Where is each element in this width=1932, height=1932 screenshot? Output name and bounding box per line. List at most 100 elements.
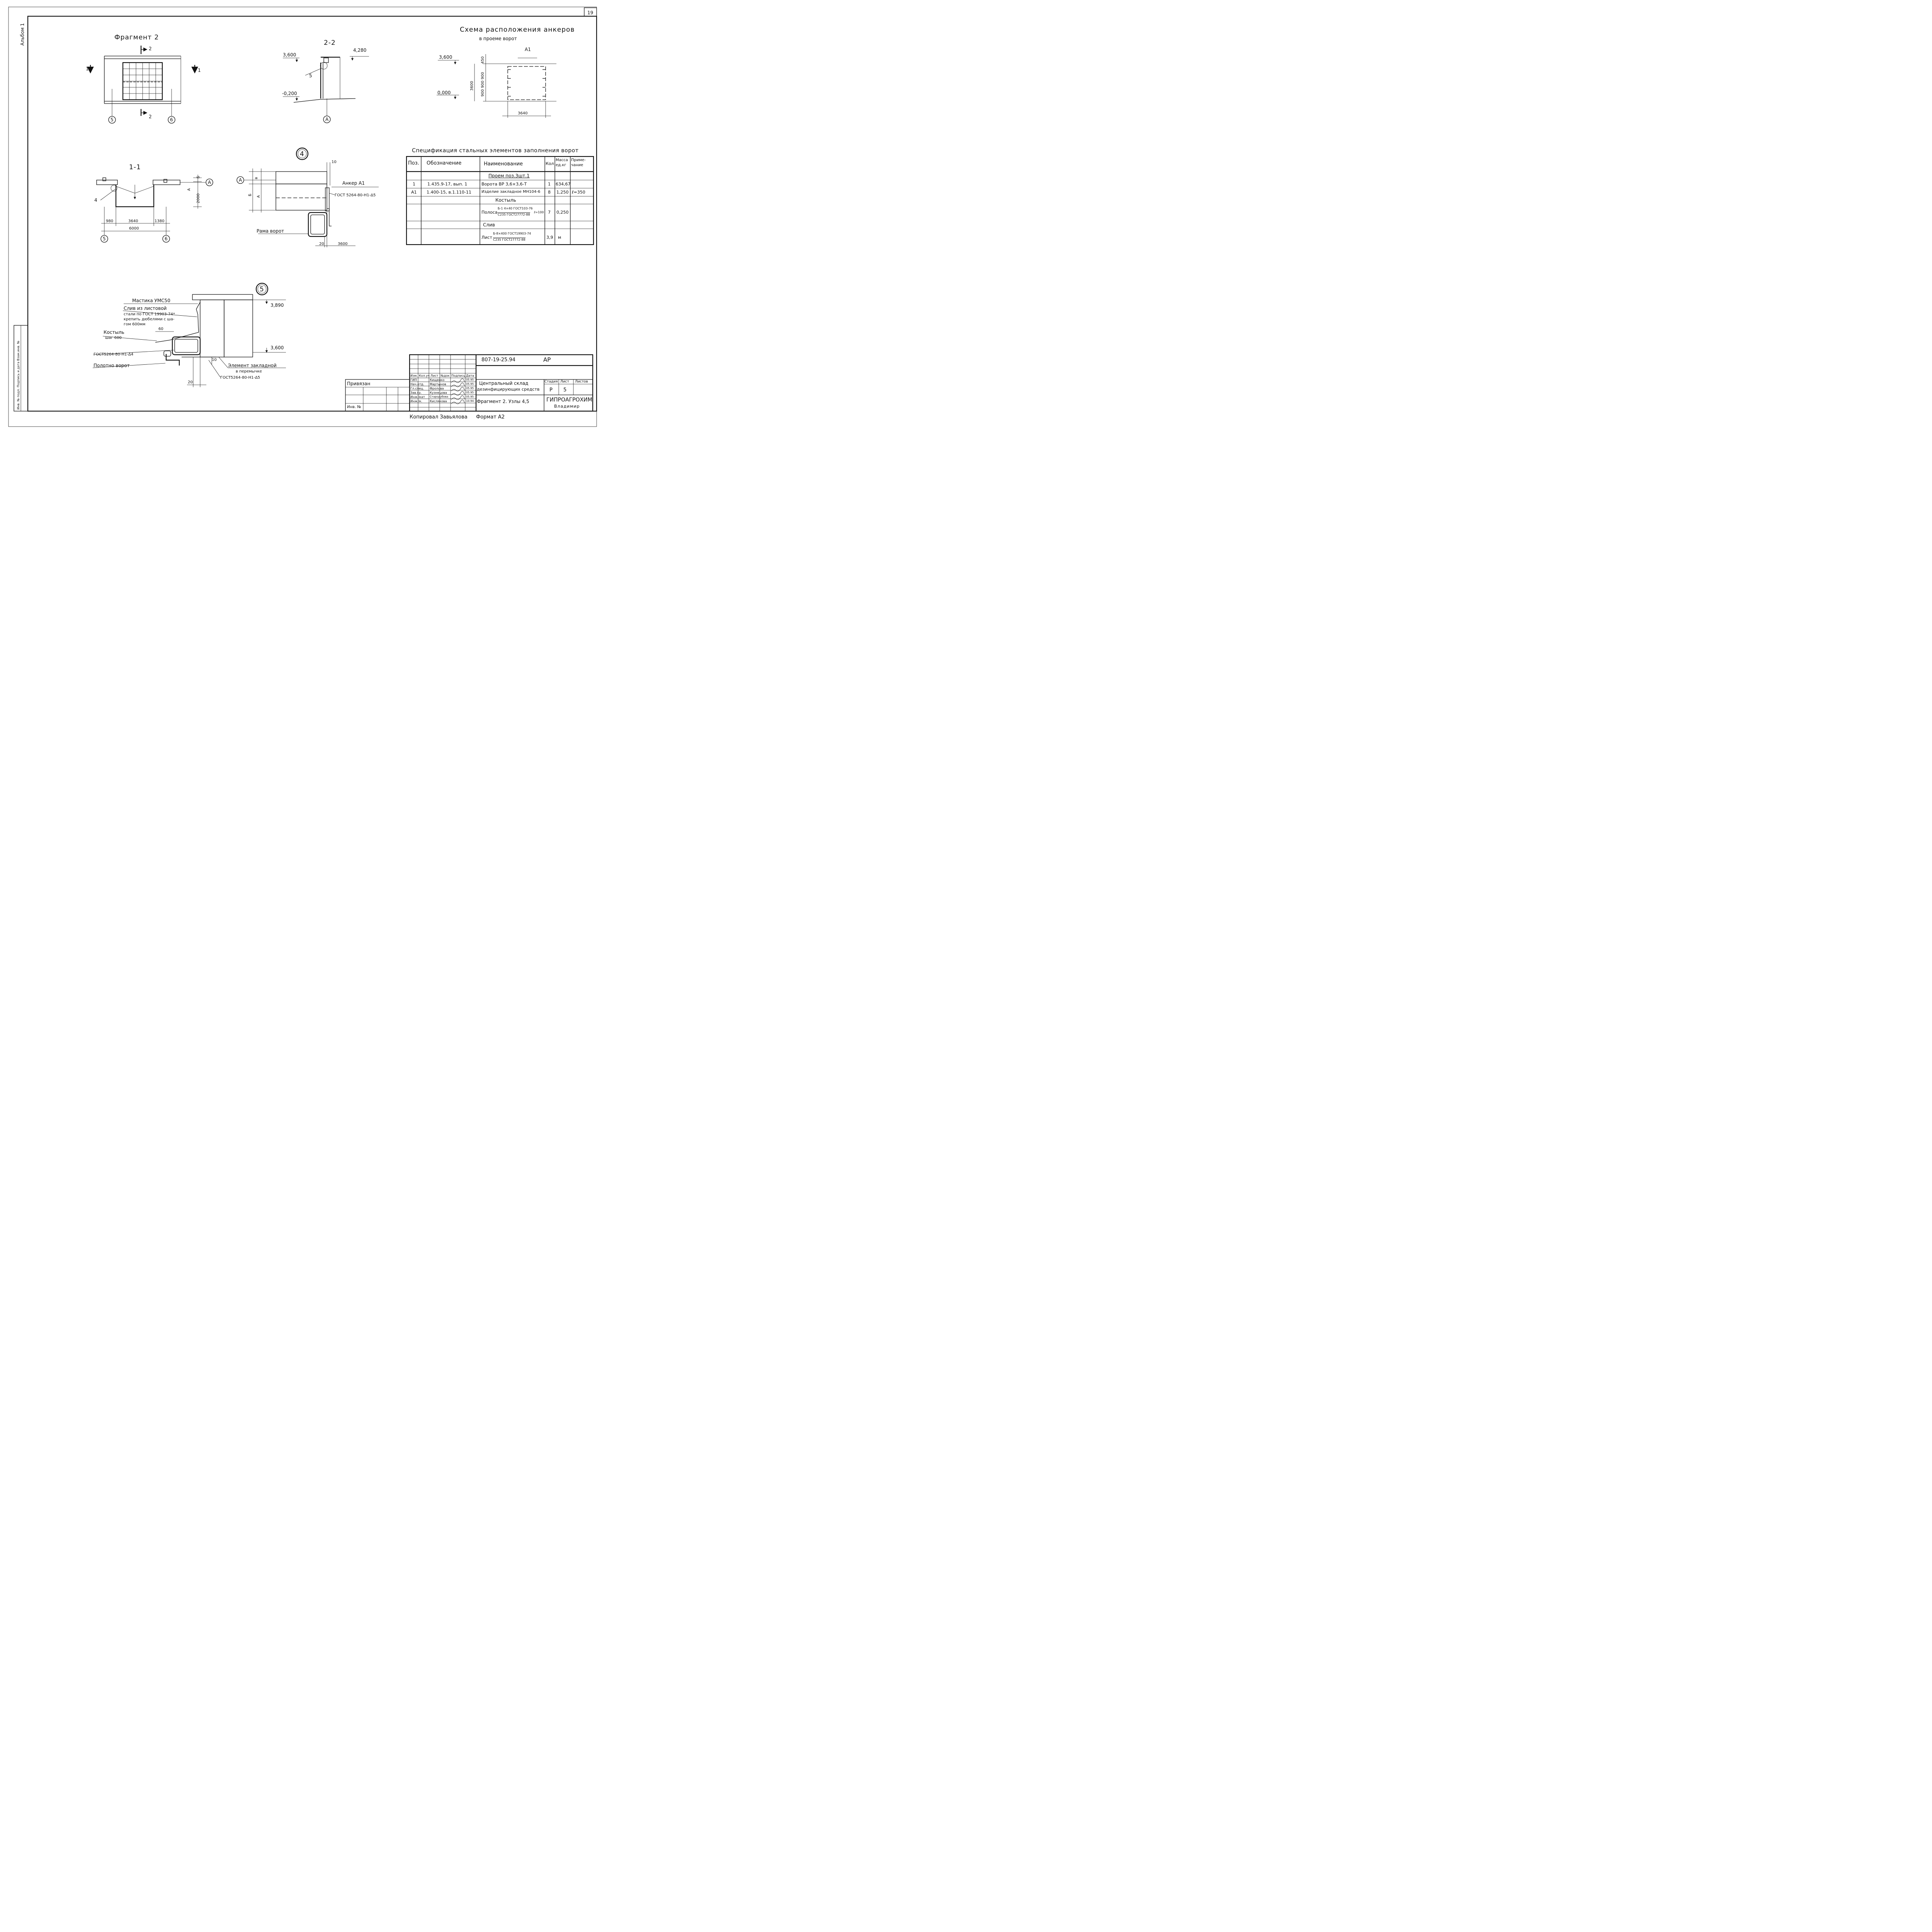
node4-dim-20: 20	[319, 242, 324, 246]
node5-embed-1: Элемент закладной	[228, 363, 277, 368]
staff-date-3: 05.95	[466, 387, 474, 390]
node-4: 4 10 в Б А A Анкер А1 ГОСТ 5264-80-Н1-Δ5…	[236, 147, 379, 247]
node5-mastic: Мастика УМС50	[132, 298, 170, 303]
sheet-value: 5	[563, 387, 567, 393]
node-5: 5 3,890 3,600 Мастика УМС50 Слив из лист…	[92, 282, 286, 387]
node5-drain-2: стали по ГОСТ 19903-74*	[124, 312, 175, 316]
spec-strip-prefix: Полоса	[481, 210, 498, 215]
node5-elev-3600: 3,600	[270, 345, 284, 350]
node5-crutch-1: Костыль	[104, 330, 124, 335]
staff-role-5: Инж.Iкат	[410, 395, 425, 399]
project-line-2: дезинфицирующих средств	[477, 387, 540, 392]
staff-role-3: Гл.спец.	[410, 387, 424, 390]
sheet-format: Формат А2	[476, 414, 505, 420]
org-city: Владимир	[554, 404, 580, 409]
spec-row2-name: Изделие закладное МН104-6	[481, 190, 541, 194]
spec-row2-mass: 1,250	[556, 190, 569, 195]
node4-number: 4	[300, 150, 304, 158]
fragment2-section-2-top: 2	[149, 46, 152, 51]
spec-table-grid	[406, 156, 594, 245]
spec-sheet-qty: 3,9	[546, 235, 553, 240]
axis-6-marker	[168, 116, 175, 124]
fragment-2: Фрагмент 2 2 2 1 1 5	[86, 34, 201, 124]
node4-marker	[296, 147, 309, 160]
staff-date-2: 05.95	[466, 383, 474, 386]
side-stamp: Инв. № подл. Подпись и дата Взам.инв. №	[14, 325, 28, 412]
spec-header-code: Обозначение	[427, 160, 462, 166]
staff-role-6: Инж.Iк.	[410, 400, 422, 403]
anchor-scheme-title-2: в проеме ворот	[479, 36, 517, 41]
sheets-header: Листов	[575, 380, 588, 384]
node5-crutch-2: шаг 600	[105, 336, 122, 340]
anchor-elev-3600: 3,600	[439, 54, 452, 60]
side-stamp-text: Инв. № подл. Подпись и дата Взам.инв. №	[17, 340, 20, 410]
node5-door-leaf: Полотно ворот	[94, 363, 130, 368]
node4-gost: ГОСТ 5264-80-Н1-Δ5	[335, 193, 376, 197]
spec-group-crutch: Костыль	[495, 197, 516, 203]
section22-callout-5: 5	[309, 73, 312, 78]
spec-row1-mass: 634,67	[556, 182, 571, 187]
fragment2-section-2-bottom: 2	[149, 114, 152, 119]
tb-col-sign: Подпись	[451, 374, 465, 378]
spec-row2-note: ℓ=350	[572, 190, 585, 195]
spec-sheet-top: Б-8×400 ГОСТ19903-74	[493, 232, 531, 235]
node5-elev-3890: 3,890	[270, 303, 284, 308]
section11-axis-6-label: 6	[165, 236, 168, 242]
gate-frame-tube	[308, 212, 328, 237]
spec-strip-mass: 0,250	[556, 210, 569, 215]
node4-frame-label: Рама ворот	[257, 228, 284, 234]
tb-col-izm: Изм.	[410, 374, 418, 378]
node5-drain-1: Слив из листовой	[124, 306, 167, 311]
page-number: 19	[587, 10, 593, 15]
copied-by: Копировал Завьялова	[410, 414, 468, 420]
section22-elev-3600: 3,600	[283, 52, 296, 58]
node4-label-a: А	[257, 195, 261, 198]
section-1-1: 1-1 4 Б А 2000 A 980 3640 1380 6000 5	[94, 163, 213, 243]
node5-drain-3: крепить дюбелями с ша-	[124, 317, 175, 321]
spec-header-note: Приме- чание	[571, 158, 586, 167]
node4-axis-a	[236, 176, 244, 184]
title-block-grid	[345, 354, 594, 412]
tb-col-list: Лист	[430, 374, 439, 378]
section22-elev-0200: -0,200	[282, 91, 297, 96]
spec-row1-name: Ворота ВР 3,6×3,6-Т	[481, 182, 527, 187]
staff-name-3: Фролова	[430, 387, 444, 390]
section11-dim-1380: 1380	[155, 219, 164, 223]
staff-date-6: 10.94	[466, 400, 474, 403]
spec-row2-qty: 8	[548, 190, 551, 195]
section-2-2: 2-2 3,600 4,280 5 -0,200 A	[282, 39, 369, 123]
staff-name-2: Мартынов	[430, 383, 446, 386]
stage-header: Стадия	[544, 380, 558, 384]
doc-code: 807-19-25.94	[481, 357, 515, 363]
spec-sheet-prefix: Лист	[481, 235, 492, 240]
node5-dim-10: 10	[212, 358, 217, 362]
staff-name-4: Кузнецова	[430, 391, 447, 395]
staff-role-1: ГИП	[410, 378, 417, 382]
stage-value: Р	[549, 387, 553, 393]
staff-name-5: Стародубова	[430, 395, 448, 398]
spec-header-qty: Кол	[546, 161, 554, 166]
node5-dim-60: 60	[158, 327, 163, 331]
axis-5-marker	[108, 116, 116, 124]
node5-tube	[172, 336, 201, 355]
section11-axis-label: A	[208, 180, 211, 185]
anchor-elev-0000: 0,000	[437, 90, 451, 95]
doc-mark: АР	[543, 356, 551, 363]
spec-group-drain: Слив	[483, 222, 495, 228]
node4-label-v: в	[254, 177, 259, 179]
spec-header-name: Наименование	[484, 161, 523, 167]
section22-axis-a	[323, 116, 331, 123]
node4-label-b: Б	[248, 194, 252, 196]
node5-dim-20: 20	[188, 380, 193, 384]
section22-title: 2-2	[324, 39, 336, 47]
spec-row2-code: 1.400-15, в.1.110-11	[427, 190, 471, 195]
drawing-sheet: 19 Альбом 1 Инв. № подл. Подпись и дата …	[8, 7, 597, 427]
spec-row1-code: 1.435.9-17, вып. 1	[427, 182, 468, 187]
anchor-dim-3640: 3640	[518, 111, 527, 116]
anchor-scheme: Схема расположения анкеров в проеме воро…	[437, 26, 574, 118]
section11-dim-980: 980	[106, 219, 113, 223]
spec-row2-pos: А1	[411, 190, 417, 195]
section11-axis-6	[162, 235, 170, 243]
fragment2-section-1-right: 1	[198, 68, 201, 73]
inv-no-label: Инв. №	[347, 405, 361, 409]
